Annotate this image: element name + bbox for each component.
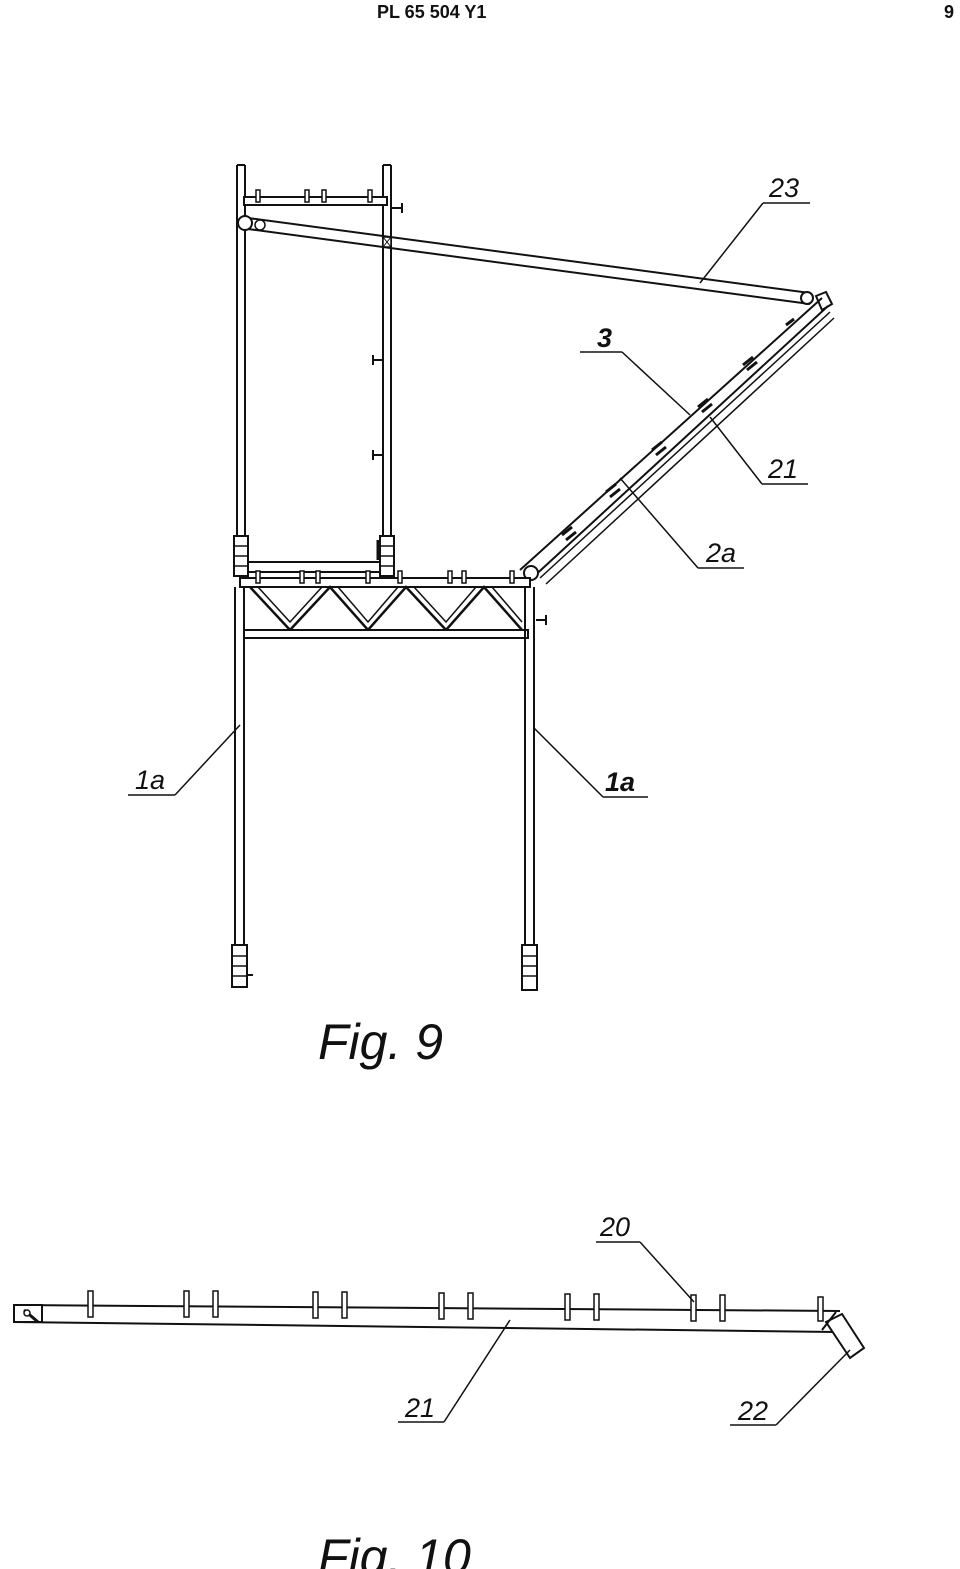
label-1a-right: 1a [605,767,635,797]
upper-left-post [236,164,246,575]
arm-pegs [561,317,795,542]
platform-beam [239,561,531,588]
label-2a: 2a [705,538,736,568]
figure-9-drawing: 23 3 21 2a 1a 1a Fig. 9 [128,164,835,1070]
fig10-leaders [398,1241,851,1426]
post-clamps [233,535,395,577]
truss [243,585,529,639]
right-leg [521,587,547,991]
label-20: 20 [599,1212,630,1242]
label-22: 22 [737,1396,768,1426]
end-piece [821,1311,866,1360]
label-1a-left: 1a [135,765,165,795]
label-21-fig9: 21 [767,454,798,484]
label-23: 23 [768,173,799,203]
post-pins [372,355,382,560]
label-21-fig10: 21 [404,1393,435,1423]
horizontal-bar [13,1304,841,1333]
fig9-leaders [128,202,810,798]
label-3: 3 [597,323,612,353]
upper-right-post [382,164,392,575]
bar-pegs [87,1290,824,1322]
diagonal-arm [519,290,835,585]
top-crossbar [243,189,403,213]
page-number: 9 [944,2,955,22]
left-leg [231,587,253,988]
figure-10-caption: Fig. 10 [318,1529,471,1569]
figure-10-drawing: 20 21 22 Fig. 10 [13,1212,866,1569]
document-number: PL 65 504 Y1 [377,2,487,22]
figure-9-caption: Fig. 9 [318,1014,443,1070]
brace-bar [237,215,814,305]
